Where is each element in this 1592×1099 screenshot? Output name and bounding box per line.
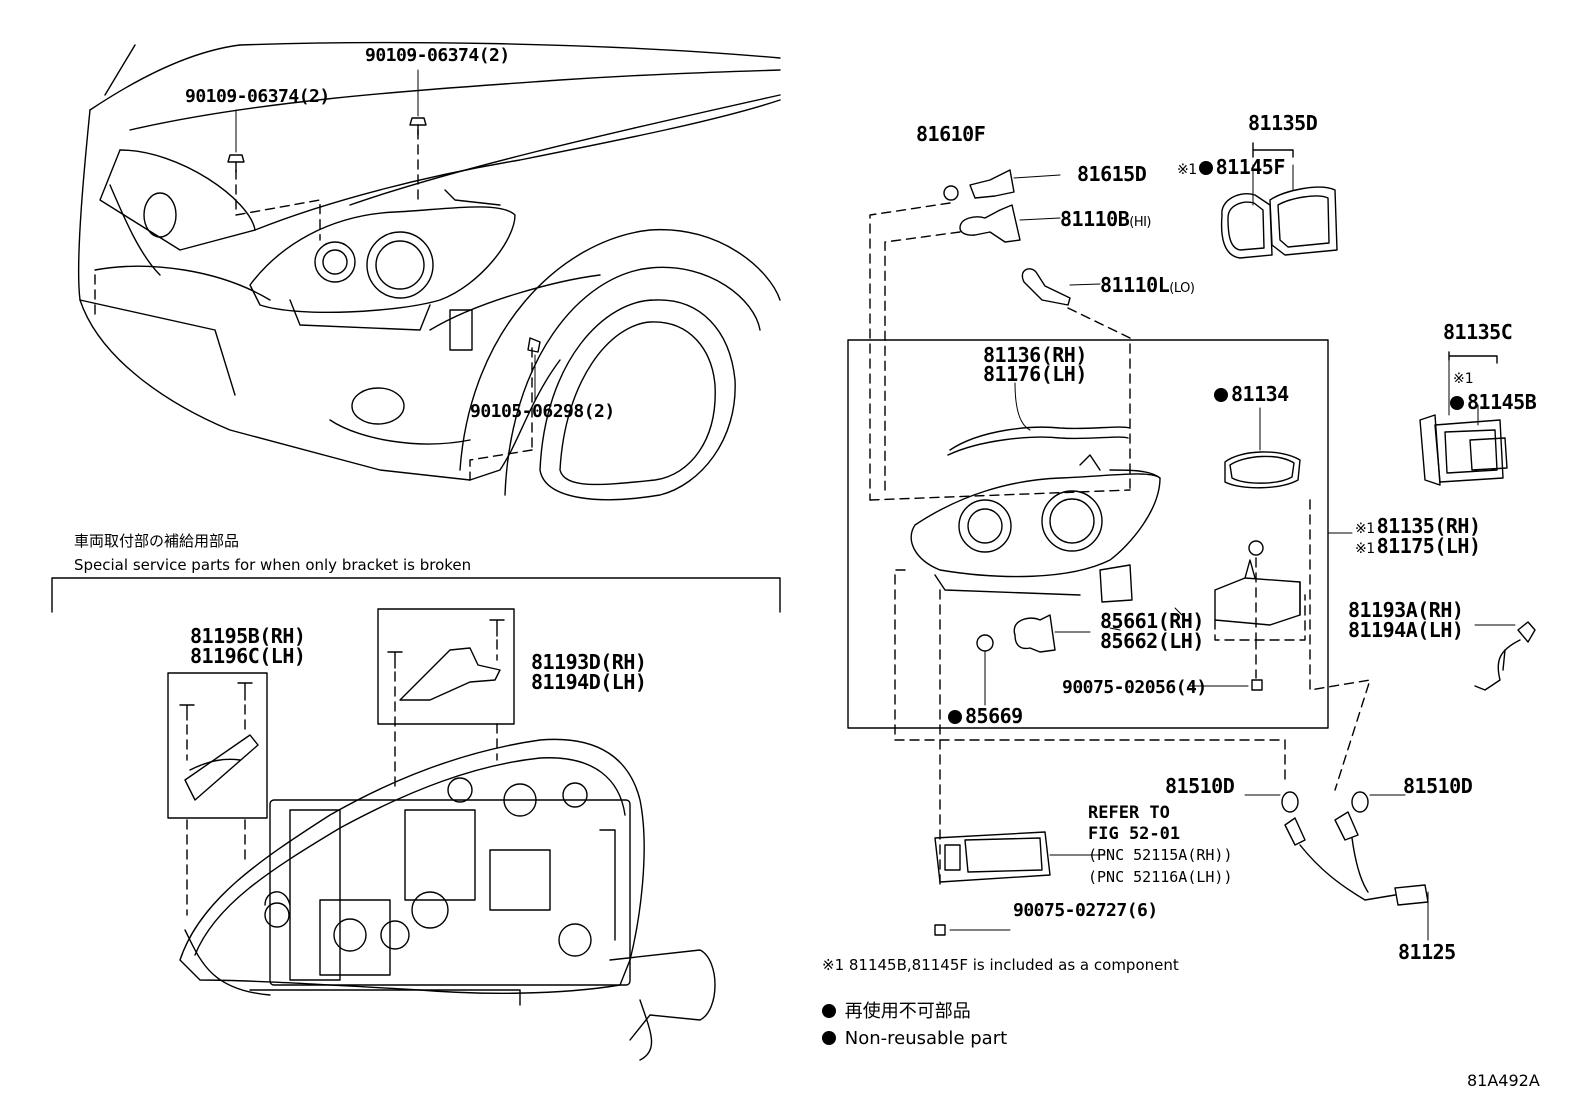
wire-81193A-label: 81193A(RH) xyxy=(1348,598,1464,622)
legend-jp-text: 再使用不可部品 xyxy=(844,1001,971,1022)
refer-to-line2: FIG 52-01 xyxy=(1088,824,1181,844)
gasket-81134-label: 81134 xyxy=(1214,384,1289,404)
note-mark: ※1 xyxy=(1355,521,1375,537)
oring-85669-number: 85669 xyxy=(965,704,1023,728)
bracket-section-outline xyxy=(51,577,781,613)
bracket-right-illustration xyxy=(377,608,515,791)
bracket-section-title-en: Special service parts for when only brac… xyxy=(74,556,472,574)
bracket-left-illustration xyxy=(167,672,268,916)
non-reusable-dot-icon xyxy=(1450,396,1464,410)
note-mark: ※1 xyxy=(1355,541,1375,557)
part-81110L-note: (LO) xyxy=(1169,281,1195,296)
cover-81135C-illustration xyxy=(1419,351,1508,486)
part-81110L-number: 81110L xyxy=(1100,273,1170,297)
bolt-90109-06374-left-label: 90109-06374(2) xyxy=(185,86,330,107)
wire-81194A-label: 81194A(LH) xyxy=(1348,618,1464,642)
car-front-illustration xyxy=(77,41,781,501)
non-reusable-dot-icon xyxy=(1198,161,1213,175)
legend-en: Non-reusable part xyxy=(822,1030,1007,1048)
part-81615D-label: 81615D xyxy=(1077,162,1147,186)
headlamp-unit-illustration xyxy=(869,382,1371,891)
headlamp-rear-illustration xyxy=(179,738,716,1061)
part-81110B-number: 81110B xyxy=(1060,207,1130,231)
headlamp-assy-lh-number: 81175(LH) xyxy=(1376,534,1481,558)
part-81110B-label: 81110B(HI) xyxy=(1060,207,1152,231)
non-reusable-dot-icon xyxy=(822,1004,836,1018)
oring-85669-label: 85669 xyxy=(948,706,1023,726)
part-81110L-label: 81110L(LO) xyxy=(1100,273,1195,297)
part-81135C-label: 81135C xyxy=(1443,320,1513,344)
bracket-left-rh-label: 81195B(RH) xyxy=(190,624,306,648)
part-81145F-number: 81145F xyxy=(1215,155,1286,179)
part-81145F-label: ※1 81145F xyxy=(1177,157,1285,177)
lens-lh-label: 81176(LH) xyxy=(983,362,1087,386)
lens-rh-label: 81136(RH) xyxy=(983,343,1087,367)
legend-en-text: Non-reusable part xyxy=(844,1028,1008,1049)
non-reusable-dot-icon xyxy=(1214,388,1228,402)
headlamp-unit-frame xyxy=(847,339,1329,729)
bolt-90109-06374-right-label: 90109-06374(2) xyxy=(365,45,510,66)
lower-right-illustration xyxy=(934,621,1536,941)
gasket-81134-number: 81134 xyxy=(1231,382,1289,406)
screw-90075-02727-label: 90075-02727(6) xyxy=(1013,900,1158,921)
part-81145B-mark: ※1 xyxy=(1453,371,1474,387)
refer-to-line3: (PNC 52115A(RH)) xyxy=(1088,846,1233,864)
bulbs-illustration xyxy=(869,169,1131,501)
part-81110B-note: (HI) xyxy=(1129,215,1152,230)
part-81610F-label: 81610F xyxy=(916,122,986,146)
bolt-90105-06298-label: 90105-06298(2) xyxy=(470,401,615,422)
socket-wire-81125-label: 81125 xyxy=(1398,940,1456,964)
part-81145B-label: 81145B xyxy=(1450,390,1537,414)
non-reusable-dot-icon xyxy=(822,1031,836,1045)
refer-to-line4: (PNC 52116A(LH)) xyxy=(1088,868,1233,886)
bulb-81510D-left-label: 81510D xyxy=(1165,774,1235,798)
socket-lh-label: 85662(LH) xyxy=(1100,629,1204,653)
note-mark: ※1 xyxy=(1177,162,1197,178)
bulb-81510D-right-label: 81510D xyxy=(1403,774,1473,798)
component-footnote: ※1 81145B,81145F is included as a compon… xyxy=(822,956,1179,974)
part-81135D-label: 81135D xyxy=(1248,111,1318,135)
refer-to-line1: REFER TO xyxy=(1088,803,1170,823)
diagram-code: 81A492A xyxy=(1467,1071,1540,1090)
part-81145B-number: 81145B xyxy=(1467,390,1537,414)
cover-81135D-illustration xyxy=(1220,142,1338,259)
bracket-right-lh-label: 81194D(LH) xyxy=(531,670,647,694)
headlamp-assy-rh-number: 81135(RH) xyxy=(1376,514,1481,538)
socket-rh-label: 85661(RH) xyxy=(1100,609,1204,633)
bracket-section-title-jp: 車両取付部の補給用部品 xyxy=(74,532,240,550)
non-reusable-dot-icon xyxy=(948,710,962,724)
legend-jp: 再使用不可部品 xyxy=(822,1003,971,1021)
screw-90075-02056-label: 90075-02056(4) xyxy=(1062,677,1207,698)
bracket-right-rh-label: 81193D(RH) xyxy=(531,650,647,674)
bracket-left-lh-label: 81196C(LH) xyxy=(190,644,306,668)
